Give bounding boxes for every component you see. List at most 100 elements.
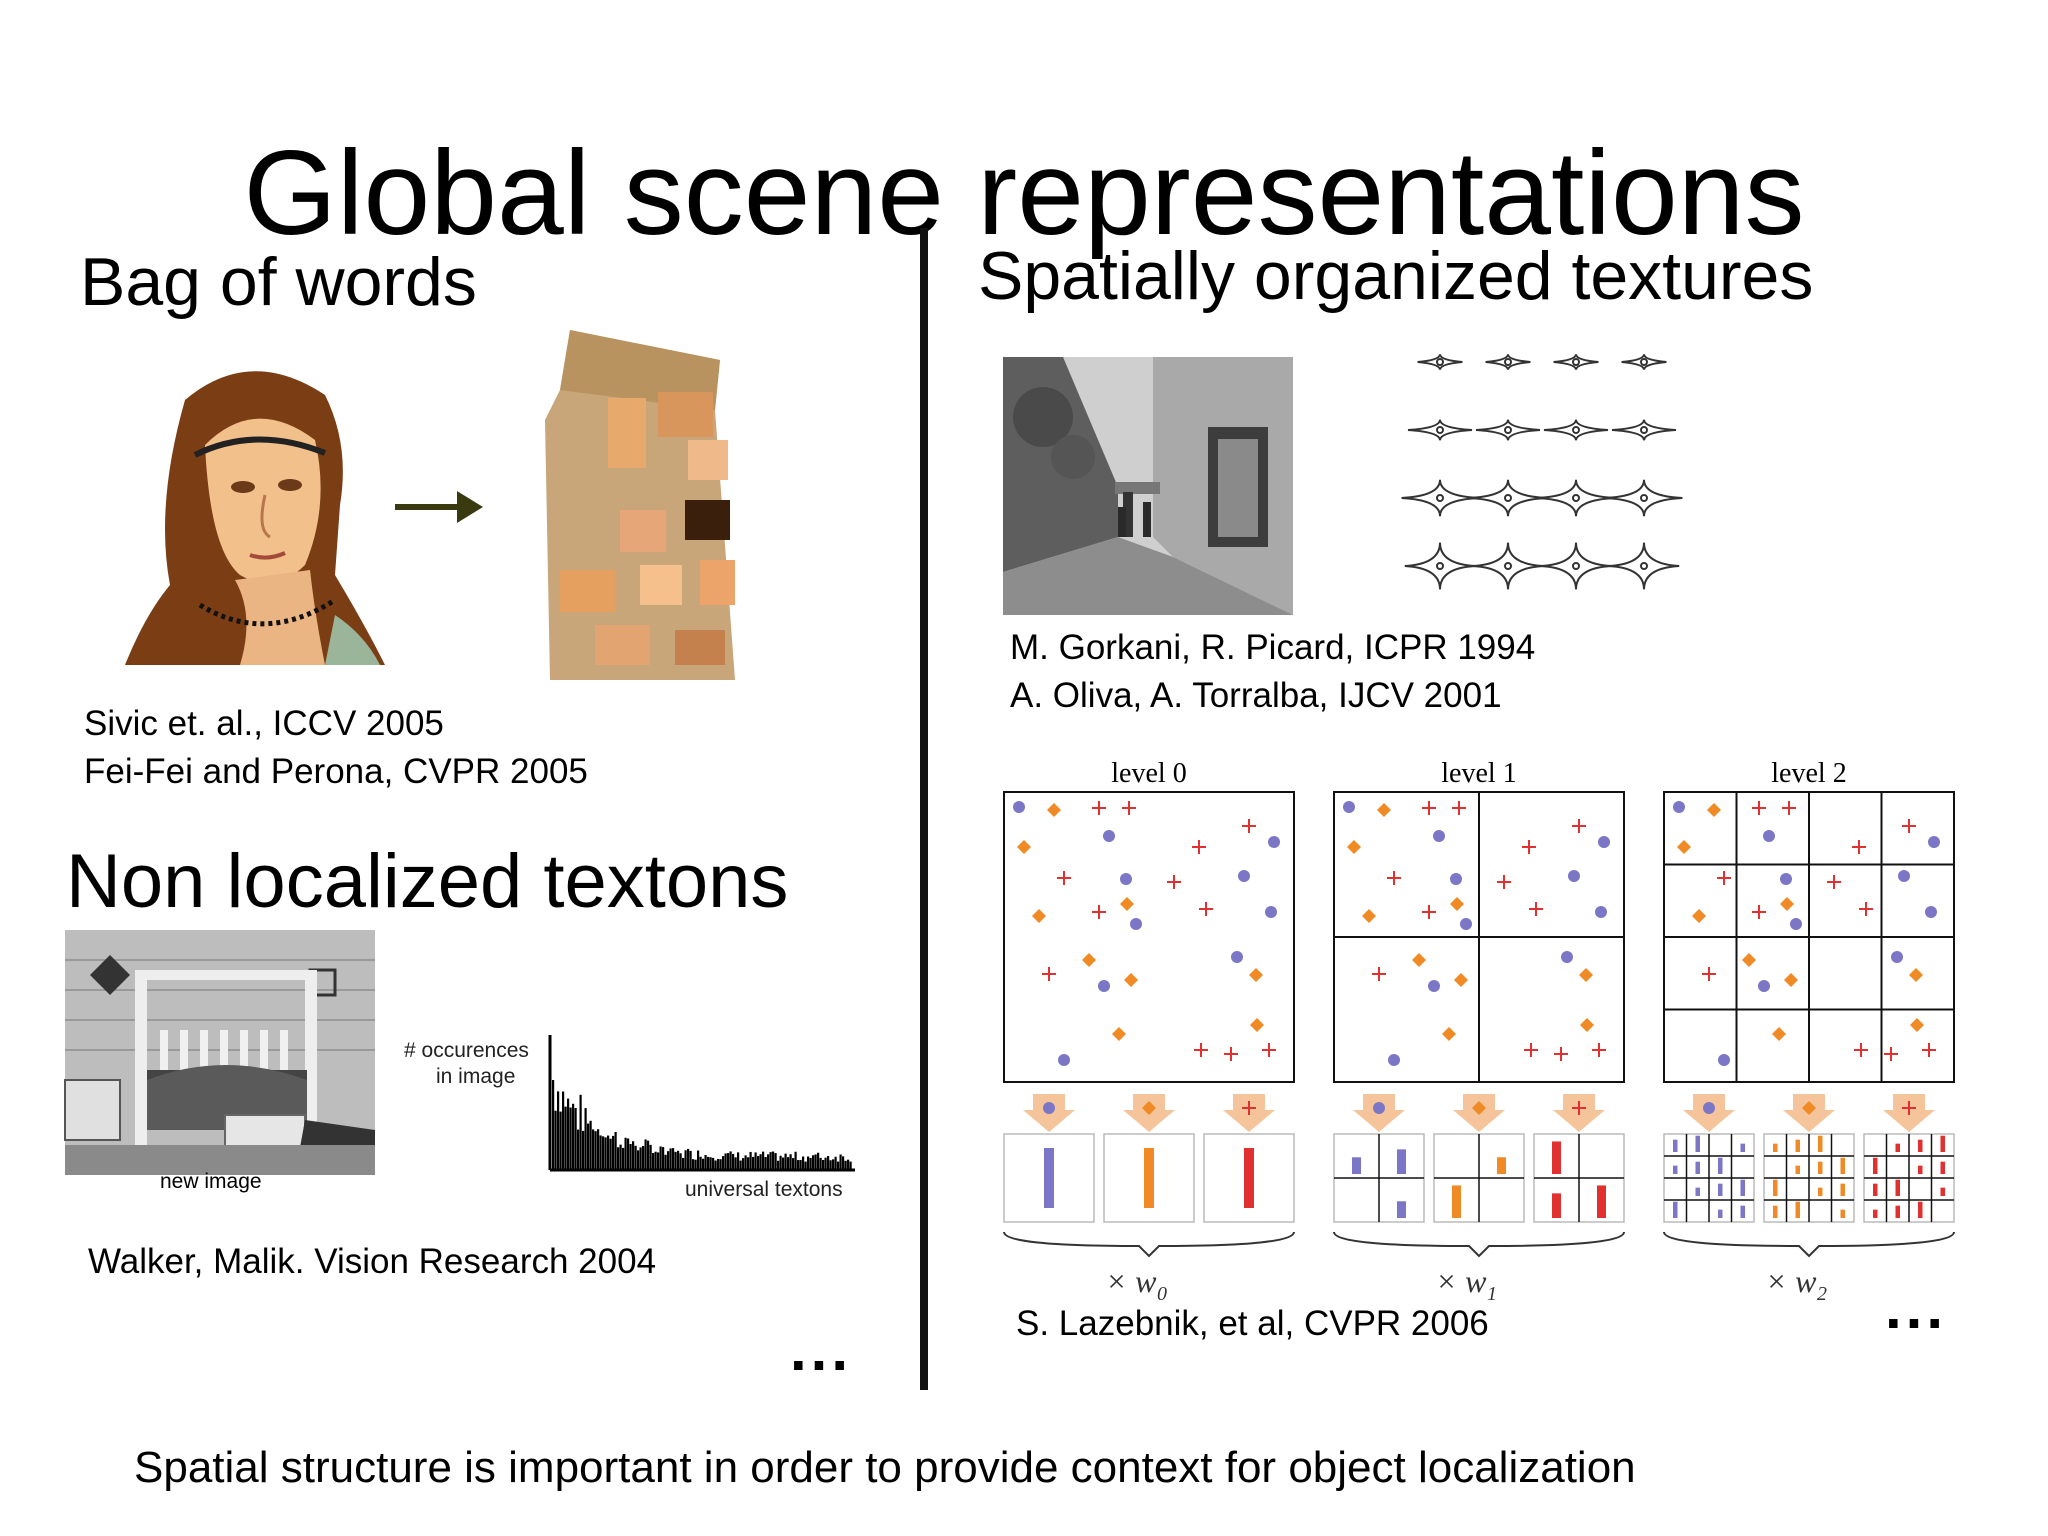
brace	[1333, 1231, 1625, 1258]
feature-circle	[1238, 870, 1250, 882]
histogram-bar	[804, 1161, 807, 1170]
feature-diamond	[1362, 909, 1376, 923]
histogram-bar	[844, 1160, 847, 1170]
histogram-bar	[1773, 1179, 1778, 1196]
feature-diamond	[1082, 953, 1096, 967]
texture-filter-center	[1572, 562, 1580, 570]
feature-circle	[1130, 918, 1142, 930]
histogram-bar	[1044, 1148, 1054, 1208]
feature-diamond	[1442, 1027, 1456, 1041]
histogram-bar	[697, 1150, 700, 1170]
histogram-bar	[1597, 1185, 1606, 1218]
histogram-bar	[847, 1159, 850, 1170]
feature-diamond	[1120, 897, 1134, 911]
histogram-bar	[597, 1129, 600, 1170]
feature-circle	[1013, 801, 1025, 813]
feature-circle	[1433, 830, 1445, 842]
histogram-bar	[687, 1148, 690, 1170]
texture-filter-center	[1572, 426, 1580, 434]
texture-filter-center	[1572, 358, 1580, 366]
level-label: level 1	[1441, 758, 1516, 789]
histogram-bar	[1497, 1157, 1506, 1174]
histogram-bar	[1673, 1165, 1678, 1174]
histogram-bar	[632, 1141, 635, 1170]
feature-circle	[1780, 873, 1792, 885]
histogram-bar	[794, 1151, 797, 1170]
histogram-bar	[1673, 1139, 1678, 1152]
histogram-bar	[652, 1153, 655, 1170]
histogram-bar	[1918, 1201, 1923, 1218]
histogram-bar	[682, 1157, 685, 1170]
feature-circle	[1450, 873, 1462, 885]
texton-histogram: # occurences in image universal textons	[404, 1035, 855, 1201]
histogram-bar	[584, 1108, 587, 1170]
slide-footer: Spatial structure is important in order …	[134, 1443, 1636, 1492]
histogram-bar	[657, 1152, 660, 1170]
histogram-bar	[734, 1157, 737, 1170]
histogram-bar	[634, 1145, 637, 1170]
histogram-bar	[1397, 1149, 1406, 1174]
histogram-bar	[759, 1154, 762, 1170]
feature-circle	[1891, 951, 1903, 963]
histogram-bar	[717, 1158, 720, 1170]
feature-circle	[1373, 1102, 1385, 1114]
histogram-bar	[839, 1154, 842, 1170]
histogram-bar	[1840, 1157, 1845, 1174]
histogram-bar	[642, 1145, 645, 1170]
feature-diamond	[1250, 1018, 1264, 1032]
histogram-bar	[554, 1110, 557, 1170]
bag-of-patches-image	[545, 330, 735, 680]
histogram-bar	[1895, 1205, 1900, 1218]
bow-citation-1: Sivic et. al., ICCV 2005	[84, 704, 444, 743]
histogram-bar	[1795, 1165, 1800, 1174]
histogram-bar	[764, 1156, 767, 1170]
feature-diamond	[1579, 968, 1593, 982]
histogram-bar	[1940, 1161, 1945, 1174]
feature-diamond	[1772, 1027, 1786, 1041]
level-weight: × w	[1766, 1263, 1818, 1299]
histogram-bar	[732, 1153, 735, 1170]
histogram-xlabel: universal textons	[685, 1178, 843, 1201]
histogram-bar	[1452, 1185, 1461, 1218]
histogram-bar	[1740, 1179, 1745, 1196]
level-weight-subscript: 2	[1817, 1283, 1827, 1305]
histogram-bar	[1695, 1187, 1700, 1196]
feature-circle	[1265, 906, 1277, 918]
histogram-bar	[729, 1151, 732, 1170]
histogram-bar	[1552, 1141, 1561, 1174]
bag-of-words-heading: Bag of words	[80, 244, 477, 320]
feature-diamond	[1142, 1101, 1156, 1115]
histogram-bar	[624, 1137, 627, 1170]
histogram-bar	[1352, 1157, 1361, 1174]
feature-diamond	[1412, 953, 1426, 967]
histogram-bar	[757, 1156, 760, 1170]
histogram-bar	[792, 1158, 795, 1170]
histogram-bar	[654, 1151, 657, 1170]
histogram-bar	[572, 1103, 575, 1170]
histogram-bar	[782, 1157, 785, 1170]
histogram-bar	[767, 1154, 770, 1170]
histogram-bar	[582, 1130, 585, 1170]
texture-filter-center	[1504, 494, 1512, 502]
histogram-ylabel-1: # occurences	[404, 1039, 529, 1062]
textons-citation: Walker, Malik. Vision Research 2004	[88, 1242, 657, 1281]
histogram-bar	[609, 1138, 612, 1170]
histogram-bar	[1740, 1205, 1745, 1218]
histogram-bar	[699, 1156, 702, 1170]
feature-diamond	[1742, 953, 1756, 967]
histogram-bar	[614, 1132, 617, 1170]
histogram-bar	[722, 1156, 725, 1170]
texture-filter-center	[1640, 562, 1648, 570]
histogram-bar	[1940, 1135, 1945, 1152]
pyramid-box	[1003, 791, 1295, 1083]
street-image	[1003, 357, 1293, 615]
feature-circle	[1718, 1054, 1730, 1066]
texture-filter-center	[1640, 494, 1648, 502]
portrait-image	[125, 355, 385, 665]
brace	[1003, 1231, 1295, 1258]
right-ellipsis: ...	[1885, 1274, 1948, 1341]
textons-heading: Non localized textons	[66, 839, 789, 924]
histogram-bar	[1740, 1143, 1745, 1152]
histogram-bar	[837, 1161, 840, 1170]
